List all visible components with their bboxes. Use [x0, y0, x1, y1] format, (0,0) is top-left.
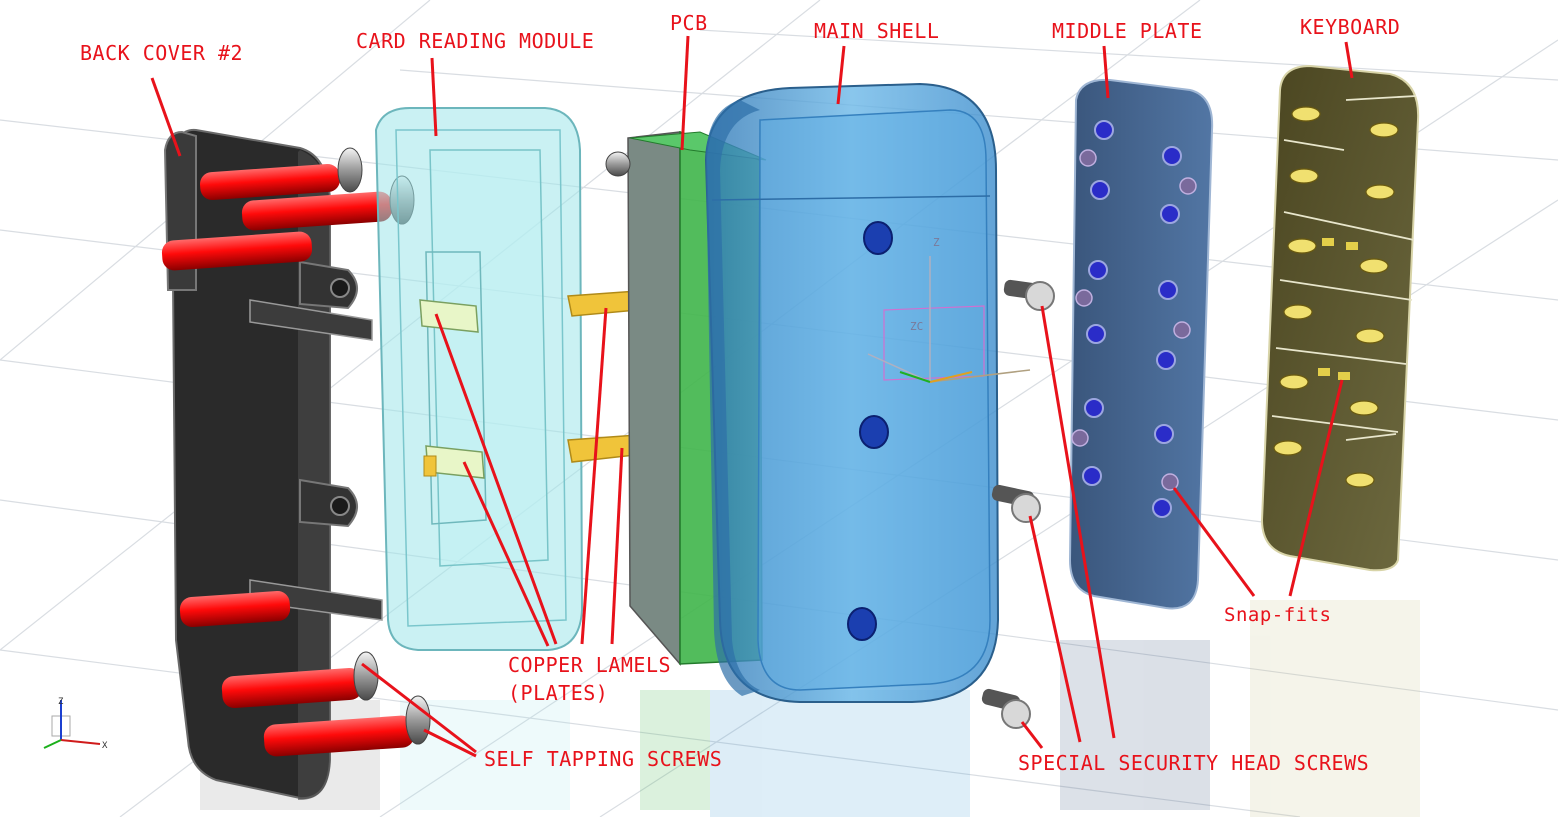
label-card-reading-module: CARD READING MODULE	[356, 29, 595, 53]
leader-security-3	[1020, 721, 1044, 749]
security-screw-3	[981, 688, 1031, 729]
label-main-shell: MAIN SHELL	[814, 19, 940, 43]
leader-snap-1	[1172, 487, 1256, 597]
label-self-tapping-screws: SELF TAPPING SCREWS	[484, 747, 723, 771]
main-shell-part	[704, 82, 1031, 703]
back-cover-part	[163, 128, 383, 800]
keyboard-part	[1260, 64, 1420, 572]
card-reading-module-part	[374, 107, 584, 651]
triad-x-label: X	[102, 741, 108, 751]
leader-self-tap-1	[361, 662, 477, 754]
middle-plate-part	[1068, 78, 1214, 610]
leader-copper-2	[462, 461, 550, 647]
leader-lines	[150, 35, 1354, 758]
label-snap-fits: Snap-fits	[1224, 604, 1332, 626]
security-screw-2	[991, 484, 1041, 523]
leader-card-module	[430, 57, 438, 137]
label-keyboard: KEYBOARD	[1300, 15, 1401, 39]
leader-snap-2	[1288, 379, 1344, 597]
leader-security-2	[1028, 515, 1082, 743]
screw-5	[221, 651, 379, 709]
security-head-screws	[981, 279, 1055, 729]
leader-copper-1	[434, 313, 558, 645]
view-triad: Z X	[43, 697, 108, 751]
triad-z-label: Z	[58, 697, 64, 707]
screw-3	[161, 231, 313, 271]
label-copper-lamels: COPPER LAMELS	[508, 653, 672, 677]
label-middle-plate: MIDDLE PLATE	[1052, 19, 1203, 43]
label-pcb: PCB	[670, 11, 708, 35]
leader-security-1	[1040, 305, 1116, 739]
leader-middle-plate	[1102, 45, 1110, 99]
label-special-security-head-screws: SPECIAL SECURITY HEAD SCREWS	[1018, 751, 1370, 775]
leader-keyboard	[1344, 41, 1354, 79]
datum-csys	[867, 256, 1031, 383]
security-screw-1	[1003, 279, 1055, 311]
label-back-cover: BACK COVER #2	[80, 41, 244, 65]
wcs-z-label: Z	[933, 236, 940, 249]
leader-back-cover	[150, 77, 182, 157]
wcs-axis-labels: Z ZC	[910, 236, 940, 333]
wcs-zc-label: ZC	[910, 320, 923, 333]
screw-1	[200, 147, 363, 201]
leader-main-shell	[836, 45, 846, 105]
label-copper-plates: (PLATES)	[508, 681, 609, 705]
leader-copper-4	[610, 447, 624, 645]
screw-6	[263, 695, 431, 757]
leader-copper-3	[580, 307, 608, 645]
screw-4	[179, 591, 291, 627]
leader-self-tap-2	[423, 728, 477, 758]
leader-pcb	[680, 35, 690, 151]
